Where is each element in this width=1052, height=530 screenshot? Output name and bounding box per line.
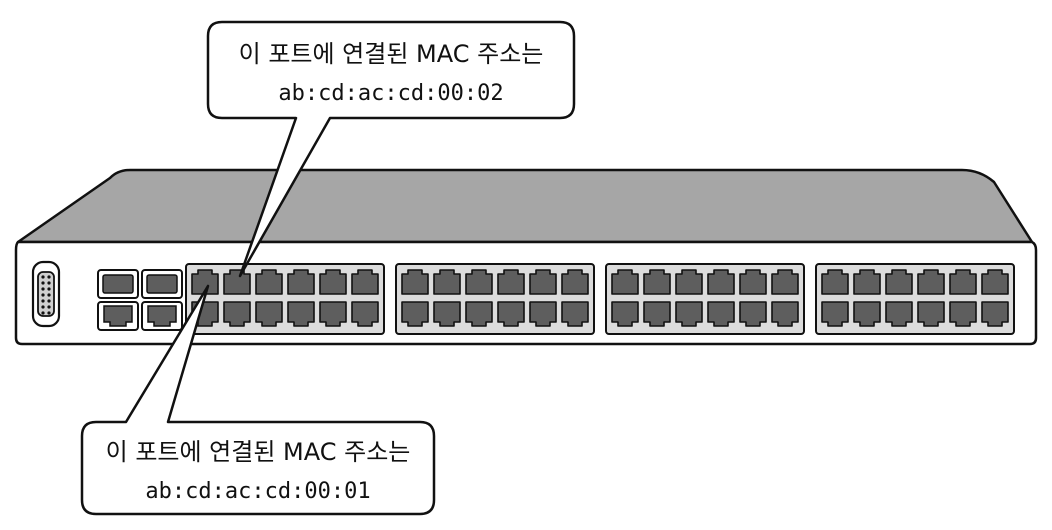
uplink-sfp-port [146,274,178,294]
ethernet-port [465,269,493,295]
ethernet-port [853,301,881,327]
ethernet-port [853,269,881,295]
ethernet-port [771,301,799,327]
ethernet-port [191,269,219,295]
ethernet-port [497,269,525,295]
console-pin [41,299,45,303]
callout-bottom-mac: ab:cd:ac:cd:00:01 [145,479,370,504]
uplink-sfp-port [102,274,134,294]
ethernet-port [917,301,945,327]
ethernet-port [949,301,977,327]
ethernet-port [771,269,799,295]
ethernet-port [949,269,977,295]
console-pin [41,275,45,279]
console-pin [47,299,51,303]
console-pin [47,293,51,297]
ethernet-port [319,301,347,327]
callout-top-bubble [206,20,576,278]
ethernet-port [351,301,379,327]
ethernet-port [223,269,251,295]
callout-bottom-title: 이 포트에 연결된 MAC 주소는 [106,438,411,466]
ethernet-port [529,269,557,295]
console-pin [41,305,45,309]
ethernet-port-groups [185,263,1015,335]
ethernet-port [739,269,767,295]
console-pin [41,311,45,315]
callout-bottom: 이 포트에 연결된 MAC 주소는 ab:cd:ac:cd:00:01 [80,284,436,516]
ethernet-port [707,301,735,327]
ethernet-port [287,301,315,327]
ethernet-port [529,301,557,327]
ethernet-port [255,269,283,295]
ethernet-port [739,301,767,327]
switch-top-surface [16,168,1034,244]
console-pin [47,305,51,309]
ethernet-port [821,269,849,295]
ethernet-port [401,301,429,327]
ethernet-port [821,301,849,327]
ethernet-port [917,269,945,295]
ethernet-port [465,301,493,327]
ethernet-port [885,301,913,327]
ethernet-port [561,301,589,327]
callout-bottom-bubble [80,284,436,516]
ethernet-port [675,269,703,295]
console-pin [47,281,51,285]
console-pin [41,293,45,297]
network-switch [14,168,1038,346]
ethernet-port [287,269,315,295]
uplink-ethernet-port [147,305,177,327]
callout-top-title: 이 포트에 연결된 MAC 주소는 [239,40,544,68]
console-pins [41,275,51,315]
ethernet-port [981,269,1009,295]
console-pin [47,287,51,291]
uplink-ports [97,269,183,331]
ethernet-port [981,301,1009,327]
ethernet-port [675,301,703,327]
ethernet-port [255,301,283,327]
ethernet-port [497,301,525,327]
ethernet-port [223,301,251,327]
console-port [31,260,61,328]
uplink-ethernet-port [103,305,133,327]
ethernet-port [351,269,379,295]
ethernet-port [561,269,589,295]
ethernet-port [643,301,671,327]
console-pin [47,275,51,279]
ethernet-port [319,269,347,295]
console-pin [47,311,51,315]
console-pin [41,281,45,285]
ethernet-port [433,301,461,327]
ethernet-port [707,269,735,295]
ethernet-port [433,269,461,295]
console-pin [41,287,45,291]
ethernet-port [611,301,639,327]
callout-top: 이 포트에 연결된 MAC 주소는 ab:cd:ac:cd:00:02 [206,20,576,278]
callout-top-mac: ab:cd:ac:cd:00:02 [278,81,503,106]
ethernet-port [643,269,671,295]
ethernet-port [885,269,913,295]
ethernet-port [401,269,429,295]
ethernet-port [611,269,639,295]
